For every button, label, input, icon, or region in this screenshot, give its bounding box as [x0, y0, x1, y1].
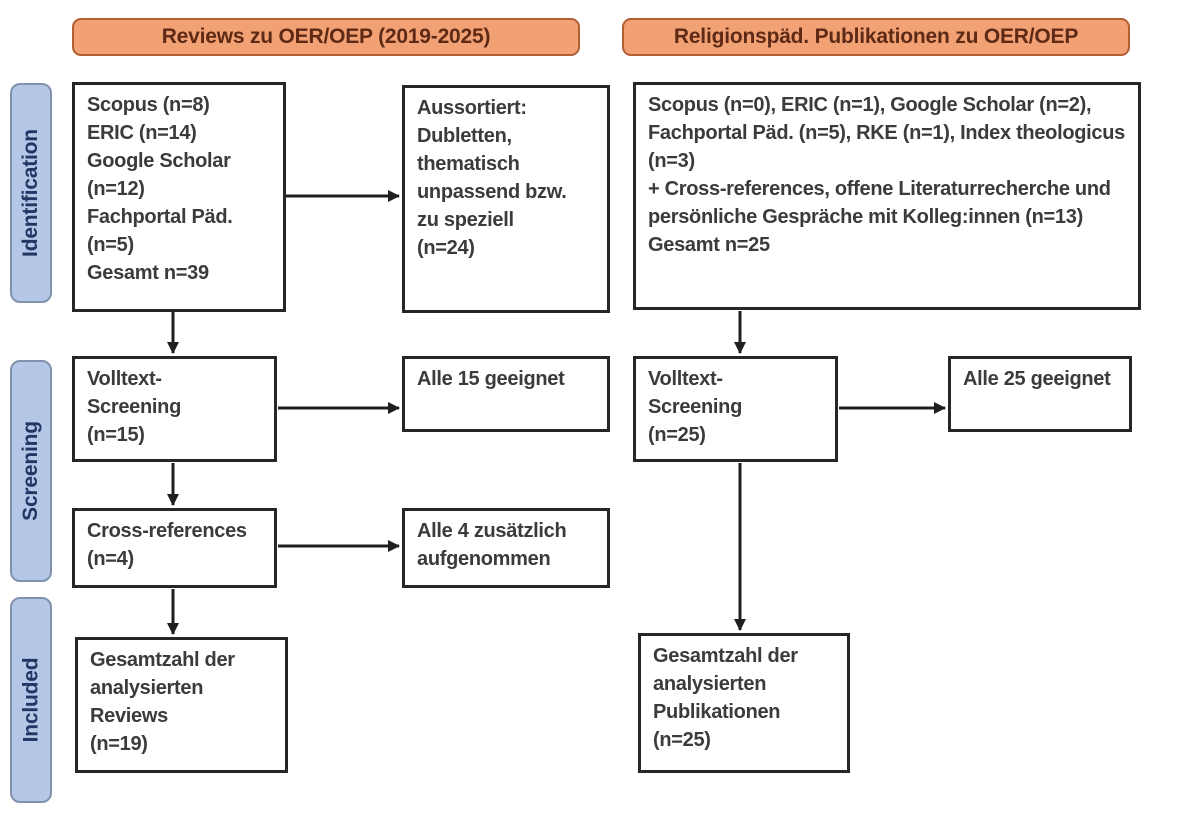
box-right-screening-result: Alle 25 geeignet [948, 356, 1132, 432]
box-left-screening-result: Alle 15 geeignet [402, 356, 610, 432]
box-left-fulltext-screening: Volltext- Screening (n=15) [72, 356, 277, 462]
box-left-cross-references-result: Alle 4 zusätzlich aufgenommen [402, 508, 610, 588]
box-left-included-total: Gesamtzahl der analysierten Reviews (n=1… [75, 637, 288, 773]
stage-included-label: Included [19, 657, 42, 743]
stage-identification-label: Identification [19, 129, 42, 257]
header-right-column: Religionspäd. Publikationen zu OER/OEP [622, 18, 1130, 56]
stage-screening-label: Screening [19, 421, 43, 521]
header-left-column: Reviews zu OER/OEP (2019-2025) [72, 18, 580, 56]
box-right-sources: Scopus (n=0), ERIC (n=1), Google Scholar… [633, 82, 1141, 310]
stage-identification: Identification [10, 83, 52, 303]
stage-screening: Screening [10, 360, 52, 582]
box-left-cross-references: Cross-references (n=4) [72, 508, 277, 588]
box-right-fulltext-screening: Volltext- Screening (n=25) [633, 356, 838, 462]
stage-included: Included [10, 597, 52, 803]
box-left-excluded: Aussortiert: Dubletten, thematisch unpas… [402, 85, 610, 313]
box-left-sources: Scopus (n=8) ERIC (n=14) Google Scholar … [72, 82, 286, 312]
box-right-included-total: Gesamtzahl der analysierten Publikatione… [638, 633, 850, 773]
